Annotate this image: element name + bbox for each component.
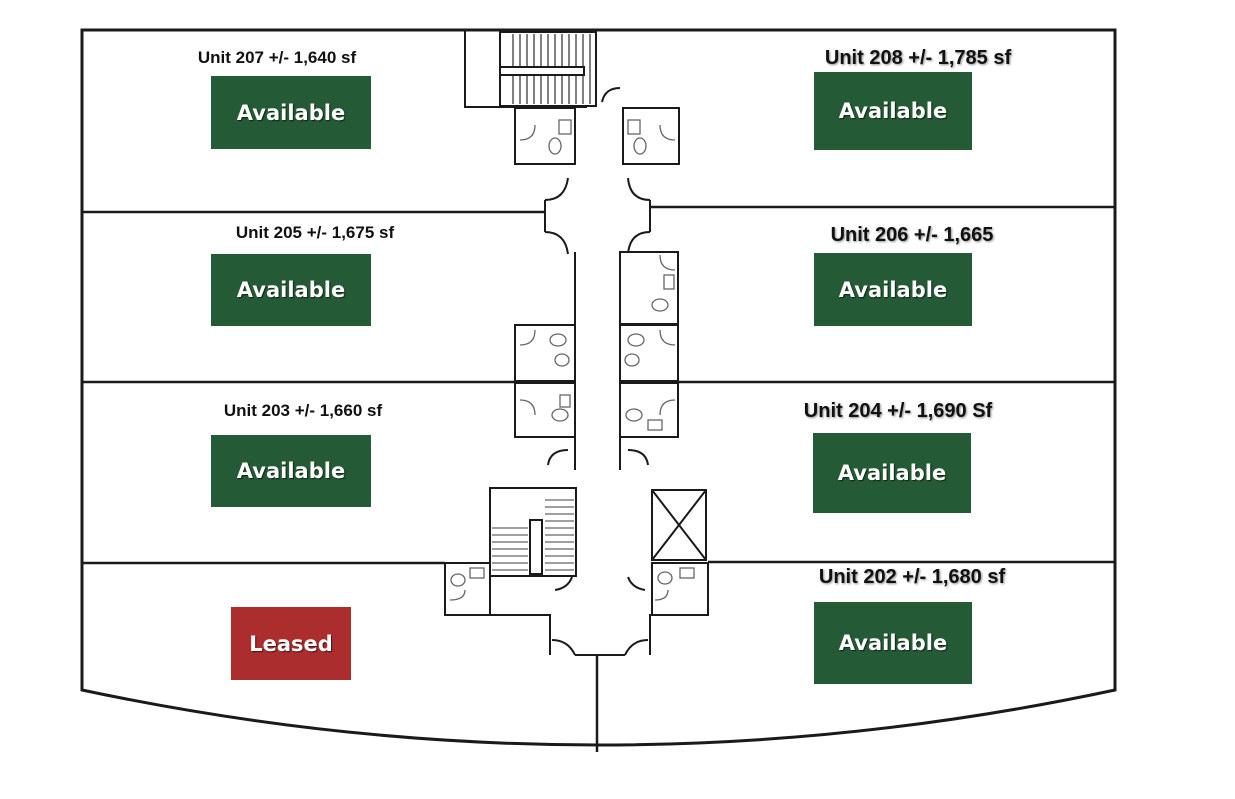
elevator-shaft bbox=[651, 489, 707, 561]
building-outline bbox=[80, 28, 1117, 747]
fixtures bbox=[449, 119, 695, 601]
unit-208-status-badge[interactable]: Available bbox=[814, 72, 972, 150]
unit-205-status-badge[interactable]: Available bbox=[211, 254, 371, 326]
unit-203-label: Unit 203 +/- 1,660 sf bbox=[223, 401, 383, 420]
unit-207-label: Unit 207 +/- 1,640 sf bbox=[197, 48, 357, 67]
unit-205-label: Unit 205 +/- 1,675 sf bbox=[235, 223, 395, 242]
unit-203-status-badge[interactable]: Available bbox=[211, 435, 371, 507]
unit-201-status-badge[interactable]: Leased bbox=[231, 607, 351, 680]
unit-202-status-badge[interactable]: Available bbox=[814, 602, 972, 684]
restrooms bbox=[444, 107, 709, 616]
unit-208-label: Unit 208 +/- 1,785 sf bbox=[824, 47, 1012, 69]
south-lobby bbox=[490, 576, 708, 656]
unit-partitions bbox=[82, 205, 1115, 752]
unit-206-label: Unit 206 +/- 1,665 bbox=[830, 224, 994, 246]
unit-206-status-badge[interactable]: Available bbox=[814, 253, 972, 326]
unit-204-status-badge[interactable]: Available bbox=[813, 433, 971, 513]
unit-207-status-badge[interactable]: Available bbox=[211, 76, 371, 149]
unit-204-label: Unit 204 +/- 1,690 Sf bbox=[803, 400, 993, 422]
unit-202-label: Unit 202 +/- 1,680 sf bbox=[818, 566, 1006, 588]
stair-north bbox=[499, 31, 621, 107]
stair-south bbox=[489, 487, 577, 577]
